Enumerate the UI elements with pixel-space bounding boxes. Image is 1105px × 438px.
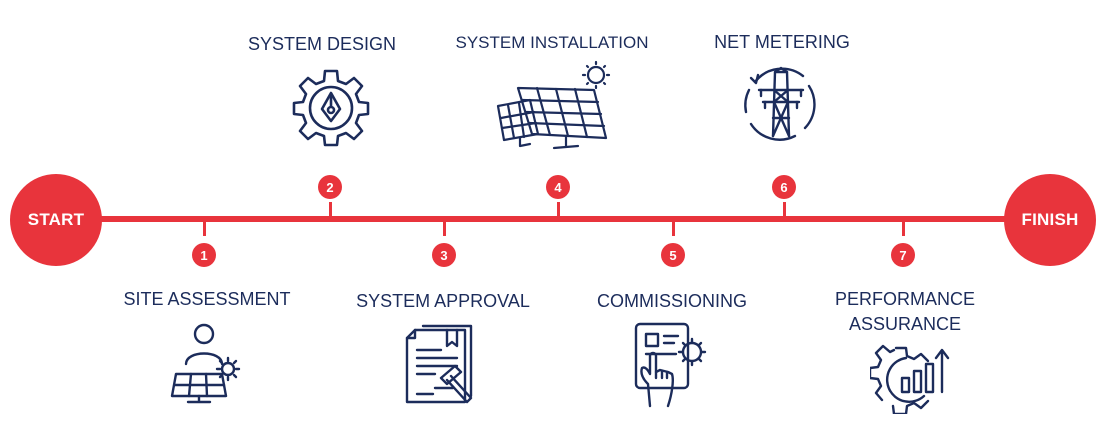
start-label: START <box>27 210 85 229</box>
step-3-connector <box>443 220 446 236</box>
step-7-number: 7 <box>899 247 907 263</box>
step-4-number: 4 <box>554 179 562 195</box>
step-2-title: SYSTEM DESIGN <box>247 34 397 54</box>
step-5-connector <box>672 220 675 236</box>
start-circle: START <box>10 174 102 266</box>
approval-document-gavel-icon <box>405 322 481 408</box>
finish-label: FINISH <box>1021 210 1079 229</box>
step-4-badge: 4 <box>546 175 570 199</box>
step-3-number: 3 <box>440 247 448 263</box>
step-6-title: NET METERING <box>714 32 850 52</box>
step-5-number: 5 <box>669 247 677 263</box>
site-assessment-icon <box>166 322 242 406</box>
step-1-connector <box>203 220 206 236</box>
step-3-title: SYSTEM APPROVAL <box>356 291 530 311</box>
step-7-title-line2: ASSURANCE <box>848 314 962 334</box>
step-7-title-line1: PERFORMANCE <box>834 289 975 309</box>
step-2-number: 2 <box>326 179 334 195</box>
step-4-title: SYSTEM INSTALLATION <box>455 33 649 52</box>
step-7-connector <box>902 220 905 236</box>
gear-design-icon <box>290 67 372 149</box>
transmission-tower-icon <box>741 66 821 142</box>
step-7-badge: 7 <box>891 243 915 267</box>
tablet-touch-icon <box>632 322 712 408</box>
step-1-number: 1 <box>200 247 208 263</box>
step-3-badge: 3 <box>432 243 456 267</box>
step-7-title: PERFORMANCE ASSURANCE <box>805 287 1005 337</box>
step-4-connector <box>557 202 560 218</box>
step-2-badge: 2 <box>318 175 342 199</box>
step-5-title: COMMISSIONING <box>596 291 747 311</box>
step-2-connector <box>329 202 332 218</box>
solar-panels-icon <box>494 60 612 152</box>
performance-gear-chart-icon <box>870 344 962 414</box>
step-6-number: 6 <box>780 179 788 195</box>
step-5-badge: 5 <box>661 243 685 267</box>
step-6-connector <box>783 202 786 218</box>
timeline-line <box>70 216 1040 222</box>
finish-circle: FINISH <box>1004 174 1096 266</box>
step-1-badge: 1 <box>192 243 216 267</box>
step-1-title: SITE ASSESSMENT <box>123 289 291 309</box>
step-6-badge: 6 <box>772 175 796 199</box>
